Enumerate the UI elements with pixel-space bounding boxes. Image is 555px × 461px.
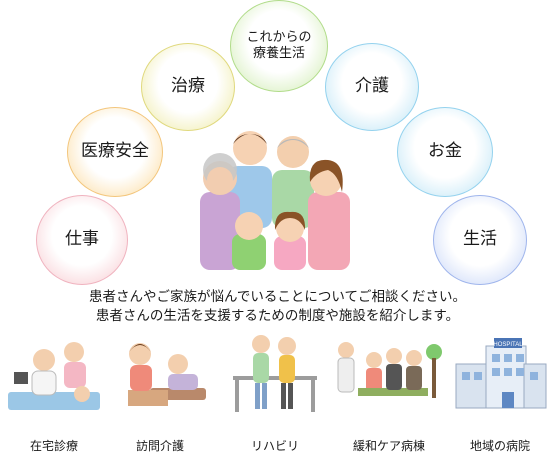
rehabilitation-bars-illustration (233, 335, 317, 412)
consultation-message-line1: 患者さんやご家族が悩んでいることについてご相談ください。 (89, 289, 466, 305)
topic-work-bubble[interactable]: 仕事 (36, 195, 128, 285)
topic-safety-bubble[interactable]: 医療安全 (67, 107, 163, 197)
facility-hospital-label: 地域の病院 (469, 439, 530, 453)
hospital-building-illustration: HOSPITAL (455, 338, 547, 409)
caregiver-feeding-illustration (128, 343, 206, 406)
home-visit-doctor-illustration (8, 342, 100, 410)
facility-visit-care-label: 訪問介護 (135, 439, 184, 453)
facility-hospital[interactable]: HOSPITAL 地域の病院 (446, 330, 554, 454)
topic-work-label: 仕事 (65, 229, 99, 250)
consultation-message: 患者さんやご家族が悩んでいることについてご相談ください。 患者さんの生活を支援す… (0, 288, 555, 326)
topic-future-bubble[interactable]: これからの 療養生活 (230, 0, 328, 92)
topic-future-label-line2: 療養生活 (252, 46, 305, 61)
hospital-sign-text: HOSPITAL (493, 342, 523, 348)
family-illustration (200, 131, 350, 270)
topic-life-label: 生活 (463, 229, 497, 250)
facility-visit-care[interactable]: 訪問介護 (107, 330, 213, 454)
topic-care-label: 介護 (355, 76, 389, 97)
topic-treatment-label: 治療 (171, 76, 205, 97)
consultation-message-line2: 患者さんの生活を支援するための制度や施設を紹介します。 (95, 308, 460, 324)
topic-care-bubble[interactable]: 介護 (325, 43, 419, 131)
topic-treatment-bubble[interactable]: 治療 (141, 43, 235, 131)
topic-money-bubble[interactable]: お金 (397, 107, 493, 197)
facility-palliative[interactable]: 緩和ケア病棟 (332, 330, 446, 454)
topic-money-label: お金 (428, 141, 462, 162)
facility-rehab[interactable]: リハビリ (222, 330, 328, 454)
topic-future-label-line1: これからの (246, 29, 312, 45)
palliative-ward-illustration (337, 342, 442, 398)
topic-life-bubble[interactable]: 生活 (433, 195, 527, 285)
facility-rehab-label: リハビリ (250, 439, 299, 453)
facility-home-care[interactable]: 在宅診療 (1, 330, 107, 454)
topic-safety-label: 医療安全 (81, 141, 149, 162)
facility-home-care-label: 在宅診療 (29, 439, 78, 453)
facility-palliative-label: 緩和ケア病棟 (352, 439, 425, 453)
